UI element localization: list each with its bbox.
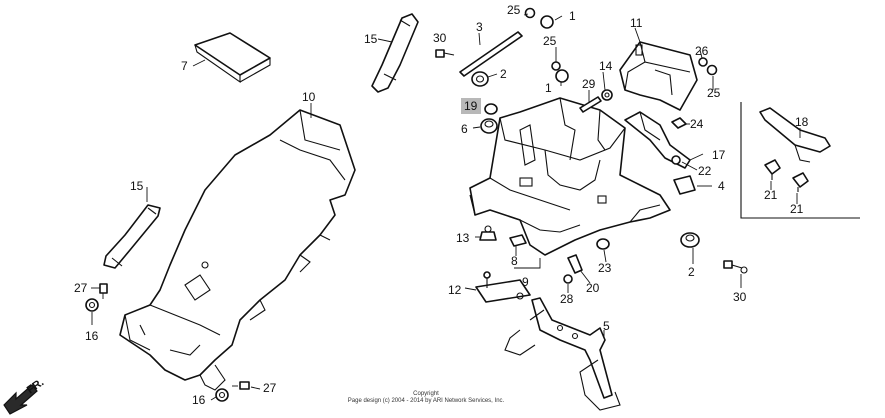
callout-25-top: 25	[507, 3, 521, 17]
callout-19: 19	[464, 99, 478, 113]
washer-14	[602, 90, 612, 100]
cap-21-left	[765, 160, 780, 180]
callout-1-top: 1	[569, 9, 576, 23]
nut-25-top	[526, 9, 535, 18]
callout-8: 8	[511, 254, 518, 268]
callout-24: 24	[690, 117, 704, 131]
callout-10: 10	[302, 90, 316, 104]
callout-15-lower: 15	[130, 179, 144, 193]
callout-1-mid: 1	[545, 81, 552, 95]
collar-1-top	[541, 16, 553, 28]
bolt-30-right	[724, 261, 747, 273]
callout-27-left: 27	[74, 281, 88, 295]
callout-16-left: 16	[85, 329, 99, 343]
callout-22: 22	[698, 164, 712, 178]
bolt-27-left	[100, 284, 107, 299]
nut-16-left	[86, 299, 98, 311]
collar-25-mid	[552, 62, 560, 70]
stand-5	[505, 298, 620, 410]
pad-4	[674, 176, 695, 194]
callout-21-left: 21	[764, 188, 778, 202]
callout-13: 13	[456, 231, 470, 245]
callout-26: 26	[695, 44, 709, 58]
callout-17: 17	[712, 148, 726, 162]
nut-16-bottom	[216, 389, 228, 401]
callout-23: 23	[598, 261, 612, 275]
mount-6	[481, 119, 497, 133]
callout-25-mid: 25	[543, 34, 557, 48]
callout-7: 7	[181, 59, 188, 73]
copyright-line-2: Page design (c) 2004 - 2014 by ARI Netwo…	[348, 398, 505, 404]
callout-2-upper: 2	[500, 67, 507, 81]
grommet-13	[480, 226, 496, 240]
clip-8	[510, 235, 526, 246]
callout-25-right: 25	[707, 86, 721, 100]
callout-21-right: 21	[790, 202, 804, 216]
cap-21-right	[793, 173, 808, 192]
nut-25-right	[708, 66, 717, 75]
callout-30-top: 30	[433, 31, 447, 45]
bolt-27-bottom	[232, 382, 249, 389]
collar-23	[597, 239, 609, 249]
callout-30-right: 30	[733, 290, 747, 304]
callout-15-upper: 15	[364, 32, 378, 46]
nut-28	[564, 275, 572, 283]
front-direction-arrow: FR.	[4, 376, 46, 414]
callout-4: 4	[718, 179, 725, 193]
callout-6: 6	[461, 122, 468, 136]
strap-lower	[104, 205, 160, 268]
clip-24	[672, 118, 686, 128]
collar-2-upper	[472, 72, 488, 86]
bolt-30-top	[436, 50, 454, 57]
rear-fender	[120, 110, 355, 390]
collar-2-right	[681, 233, 699, 247]
callout-16-bottom: 16	[192, 393, 206, 407]
callout-12: 12	[448, 283, 462, 297]
callout-20: 20	[586, 281, 600, 295]
collar-19	[485, 104, 497, 114]
callout-11: 11	[630, 16, 643, 30]
grommet-22	[672, 156, 680, 164]
bracket-11	[620, 42, 697, 110]
callout-14: 14	[599, 59, 613, 73]
callout-9: 9	[522, 275, 529, 289]
strap-upper	[372, 14, 418, 92]
callout-18: 18	[795, 115, 809, 129]
callout-2-right: 2	[688, 265, 695, 279]
tool-bag	[195, 33, 270, 82]
callout-3: 3	[476, 20, 483, 34]
callout-5: 5	[603, 319, 610, 333]
callout-28: 28	[560, 292, 574, 306]
copyright-line-1: Copyright	[413, 391, 439, 397]
copyright-notice: Copyright Page design (c) 2004 - 2014 by…	[348, 391, 505, 404]
callout-27-bottom: 27	[263, 381, 277, 395]
rod-3	[460, 32, 522, 76]
callout-29: 29	[582, 77, 596, 91]
nut-26	[699, 58, 707, 66]
collar-1-mid	[556, 70, 568, 82]
